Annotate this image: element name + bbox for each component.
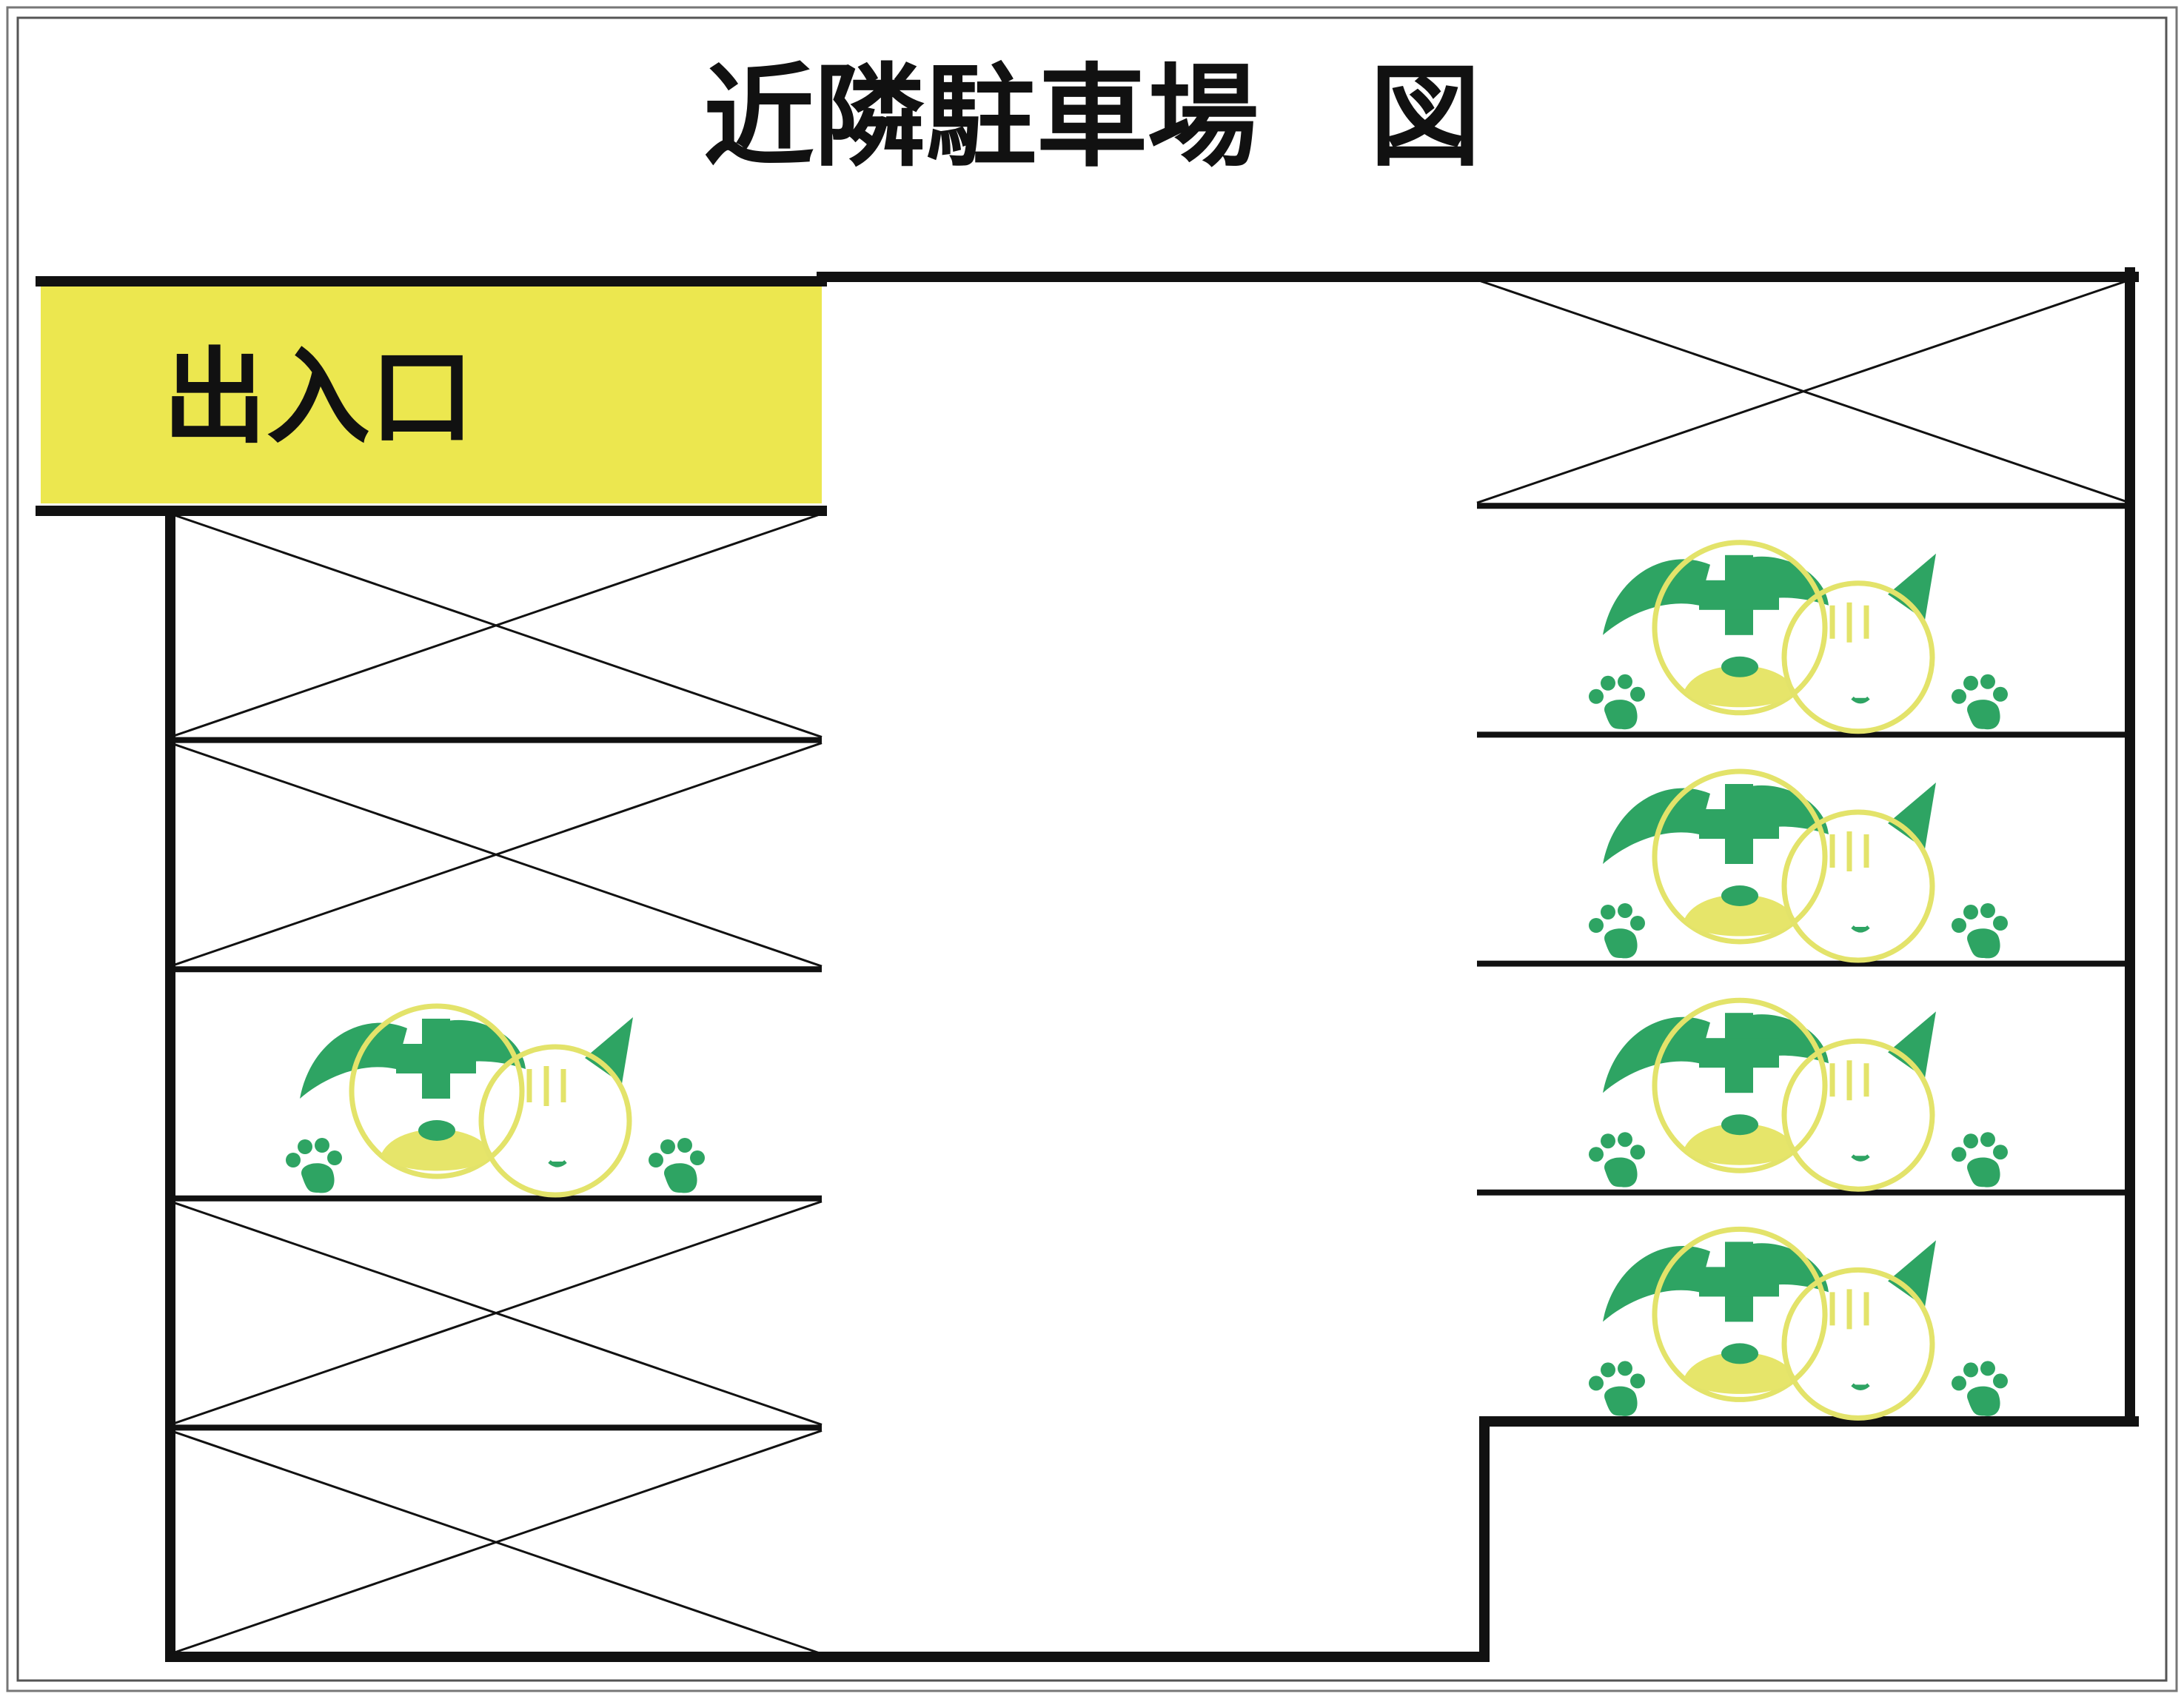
pet-clinic-logo-icon [1589,543,2008,731]
page-title: 近隣駐車場 図 [703,53,1481,182]
right-parking-column [1476,278,2131,1418]
parking-space-unavailable [170,1200,823,1431]
entrance-label: 出入口 [163,338,474,458]
parking-space-unavailable [1476,278,2131,509]
pet-clinic-logo-icon [1589,1229,2008,1418]
x-cross-icon [170,742,823,968]
parking-space-clinic [170,1006,822,1202]
entrance-area [41,281,822,503]
parking-space-clinic [1589,1229,2008,1418]
x-cross-icon [1476,278,2131,504]
x-cross-icon [170,1429,823,1655]
lot-outline [36,267,2139,1662]
x-cross-icon [170,1200,823,1426]
parking-space-unavailable [170,512,823,743]
left-parking-column [170,512,823,1655]
x-cross-icon [170,512,823,739]
page-frame [6,6,2178,1692]
parking-space-clinic [1477,1000,2130,1196]
parking-space-unavailable [170,1429,823,1655]
page-inner-frame [16,16,2168,1682]
parking-space-unavailable [170,742,823,973]
pet-clinic-logo-icon [1589,771,2008,960]
pet-clinic-logo-icon [286,1006,705,1195]
pet-clinic-logo-icon [1589,1000,2008,1189]
parking-space-clinic [1477,771,2130,967]
parking-space-clinic [1477,543,2130,738]
